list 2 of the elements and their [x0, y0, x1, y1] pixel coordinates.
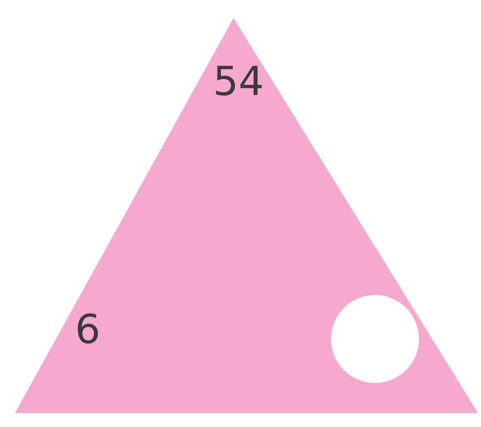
- number-label: 54: [213, 62, 264, 102]
- number-label: 6: [75, 310, 100, 350]
